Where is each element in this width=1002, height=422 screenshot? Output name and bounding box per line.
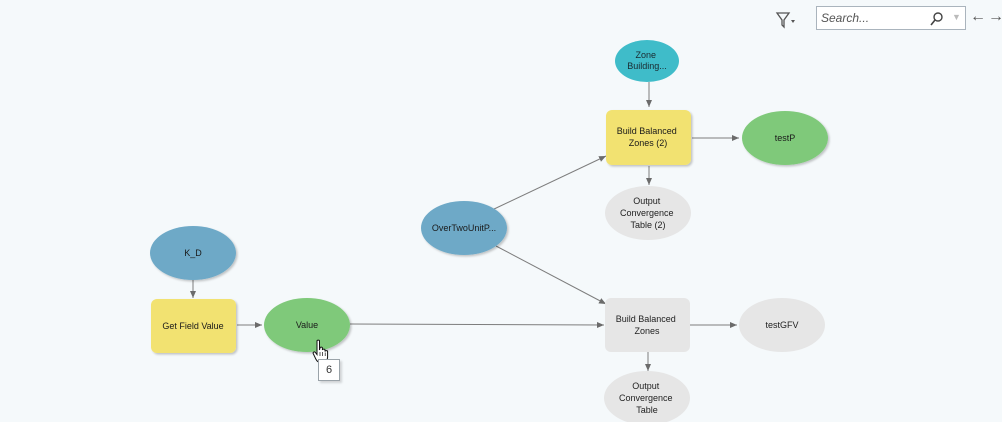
svg-text:Output Convergence: Output Convergence Table: [619, 381, 675, 415]
overtwounitp-label: OverTwoUnitP...: [432, 223, 496, 233]
testgfv-node[interactable]: testGFV: [739, 298, 825, 352]
get-field-value-node[interactable]: Get Field Value: [151, 299, 236, 353]
value-label: Value: [296, 320, 318, 330]
connector-overtwo-to-bbz: [495, 245, 607, 305]
oct-label-line2: Convergence: [619, 393, 673, 403]
oct-label-line3: Table: [636, 405, 658, 415]
oct2-label-line1: Output: [633, 196, 661, 206]
testgfv-label: testGFV: [765, 320, 798, 330]
search-input[interactable]: [821, 9, 921, 27]
search-box: ▼: [816, 6, 966, 30]
zone-building-node[interactable]: Zone Building...: [615, 40, 679, 82]
svg-text:Zone Building...: Zone Building...: [627, 50, 667, 71]
bbz2-label-line1: Build Balanced: [617, 126, 677, 136]
bbz-label-line1: Build Balanced: [616, 314, 676, 324]
back-arrow-icon: ←: [970, 8, 986, 25]
oct-label-line1: Output: [632, 381, 660, 391]
svg-text:Output Convergence: Output Convergence Table (2): [620, 196, 676, 230]
connector-value-to-bbz: [349, 321, 605, 328]
k-d-label: K_D: [184, 248, 202, 258]
tooltip: 6: [318, 359, 340, 381]
zone-building-label-line2: Building...: [627, 61, 667, 71]
filter-button[interactable]: [774, 10, 796, 30]
value-node[interactable]: Value: [264, 298, 350, 352]
build-balanced-zones-node[interactable]: Build Balanced Zones: [605, 298, 690, 352]
svg-text:Build Balanced Zones: Build Balanced Zones: [616, 314, 679, 336]
svg-text:Build Balanced Zones (2): Build Balanced Zones (2): [617, 126, 680, 148]
search-icon: [930, 12, 943, 26]
diagram-toolbar: ▼ ← →: [770, 6, 1002, 32]
connectors: [190, 82, 739, 371]
oct2-label-line3: Table (2): [630, 220, 665, 230]
overtwounitp-node[interactable]: OverTwoUnitP...: [421, 201, 507, 255]
forward-button[interactable]: →: [988, 8, 1002, 26]
forward-arrow-icon: →: [988, 8, 1002, 25]
output-convergence-table-node[interactable]: Output Convergence Table: [604, 371, 690, 422]
hand-cursor-icon: [312, 339, 329, 363]
k-d-node[interactable]: K_D: [150, 226, 236, 280]
chevron-down-icon: ▼: [952, 12, 961, 22]
search-button[interactable]: [929, 11, 945, 27]
get-field-value-label: Get Field Value: [162, 321, 223, 331]
build-balanced-zones-2-node[interactable]: Build Balanced Zones (2): [606, 110, 691, 165]
search-options-dropdown[interactable]: ▼: [952, 12, 961, 22]
oct2-label-line2: Convergence: [620, 208, 674, 218]
connector-overtwo-to-bbz2: [491, 155, 607, 211]
testp-node[interactable]: testP: [742, 111, 828, 165]
bbz-label-line2: Zones: [634, 326, 660, 336]
back-button[interactable]: ←: [970, 8, 986, 26]
output-convergence-table-2-node[interactable]: Output Convergence Table (2): [605, 186, 691, 240]
testp-label: testP: [775, 133, 796, 143]
filter-icon: [775, 12, 795, 29]
zone-building-label-line1: Zone: [635, 50, 656, 60]
bbz2-label-line2: Zones (2): [629, 138, 668, 148]
